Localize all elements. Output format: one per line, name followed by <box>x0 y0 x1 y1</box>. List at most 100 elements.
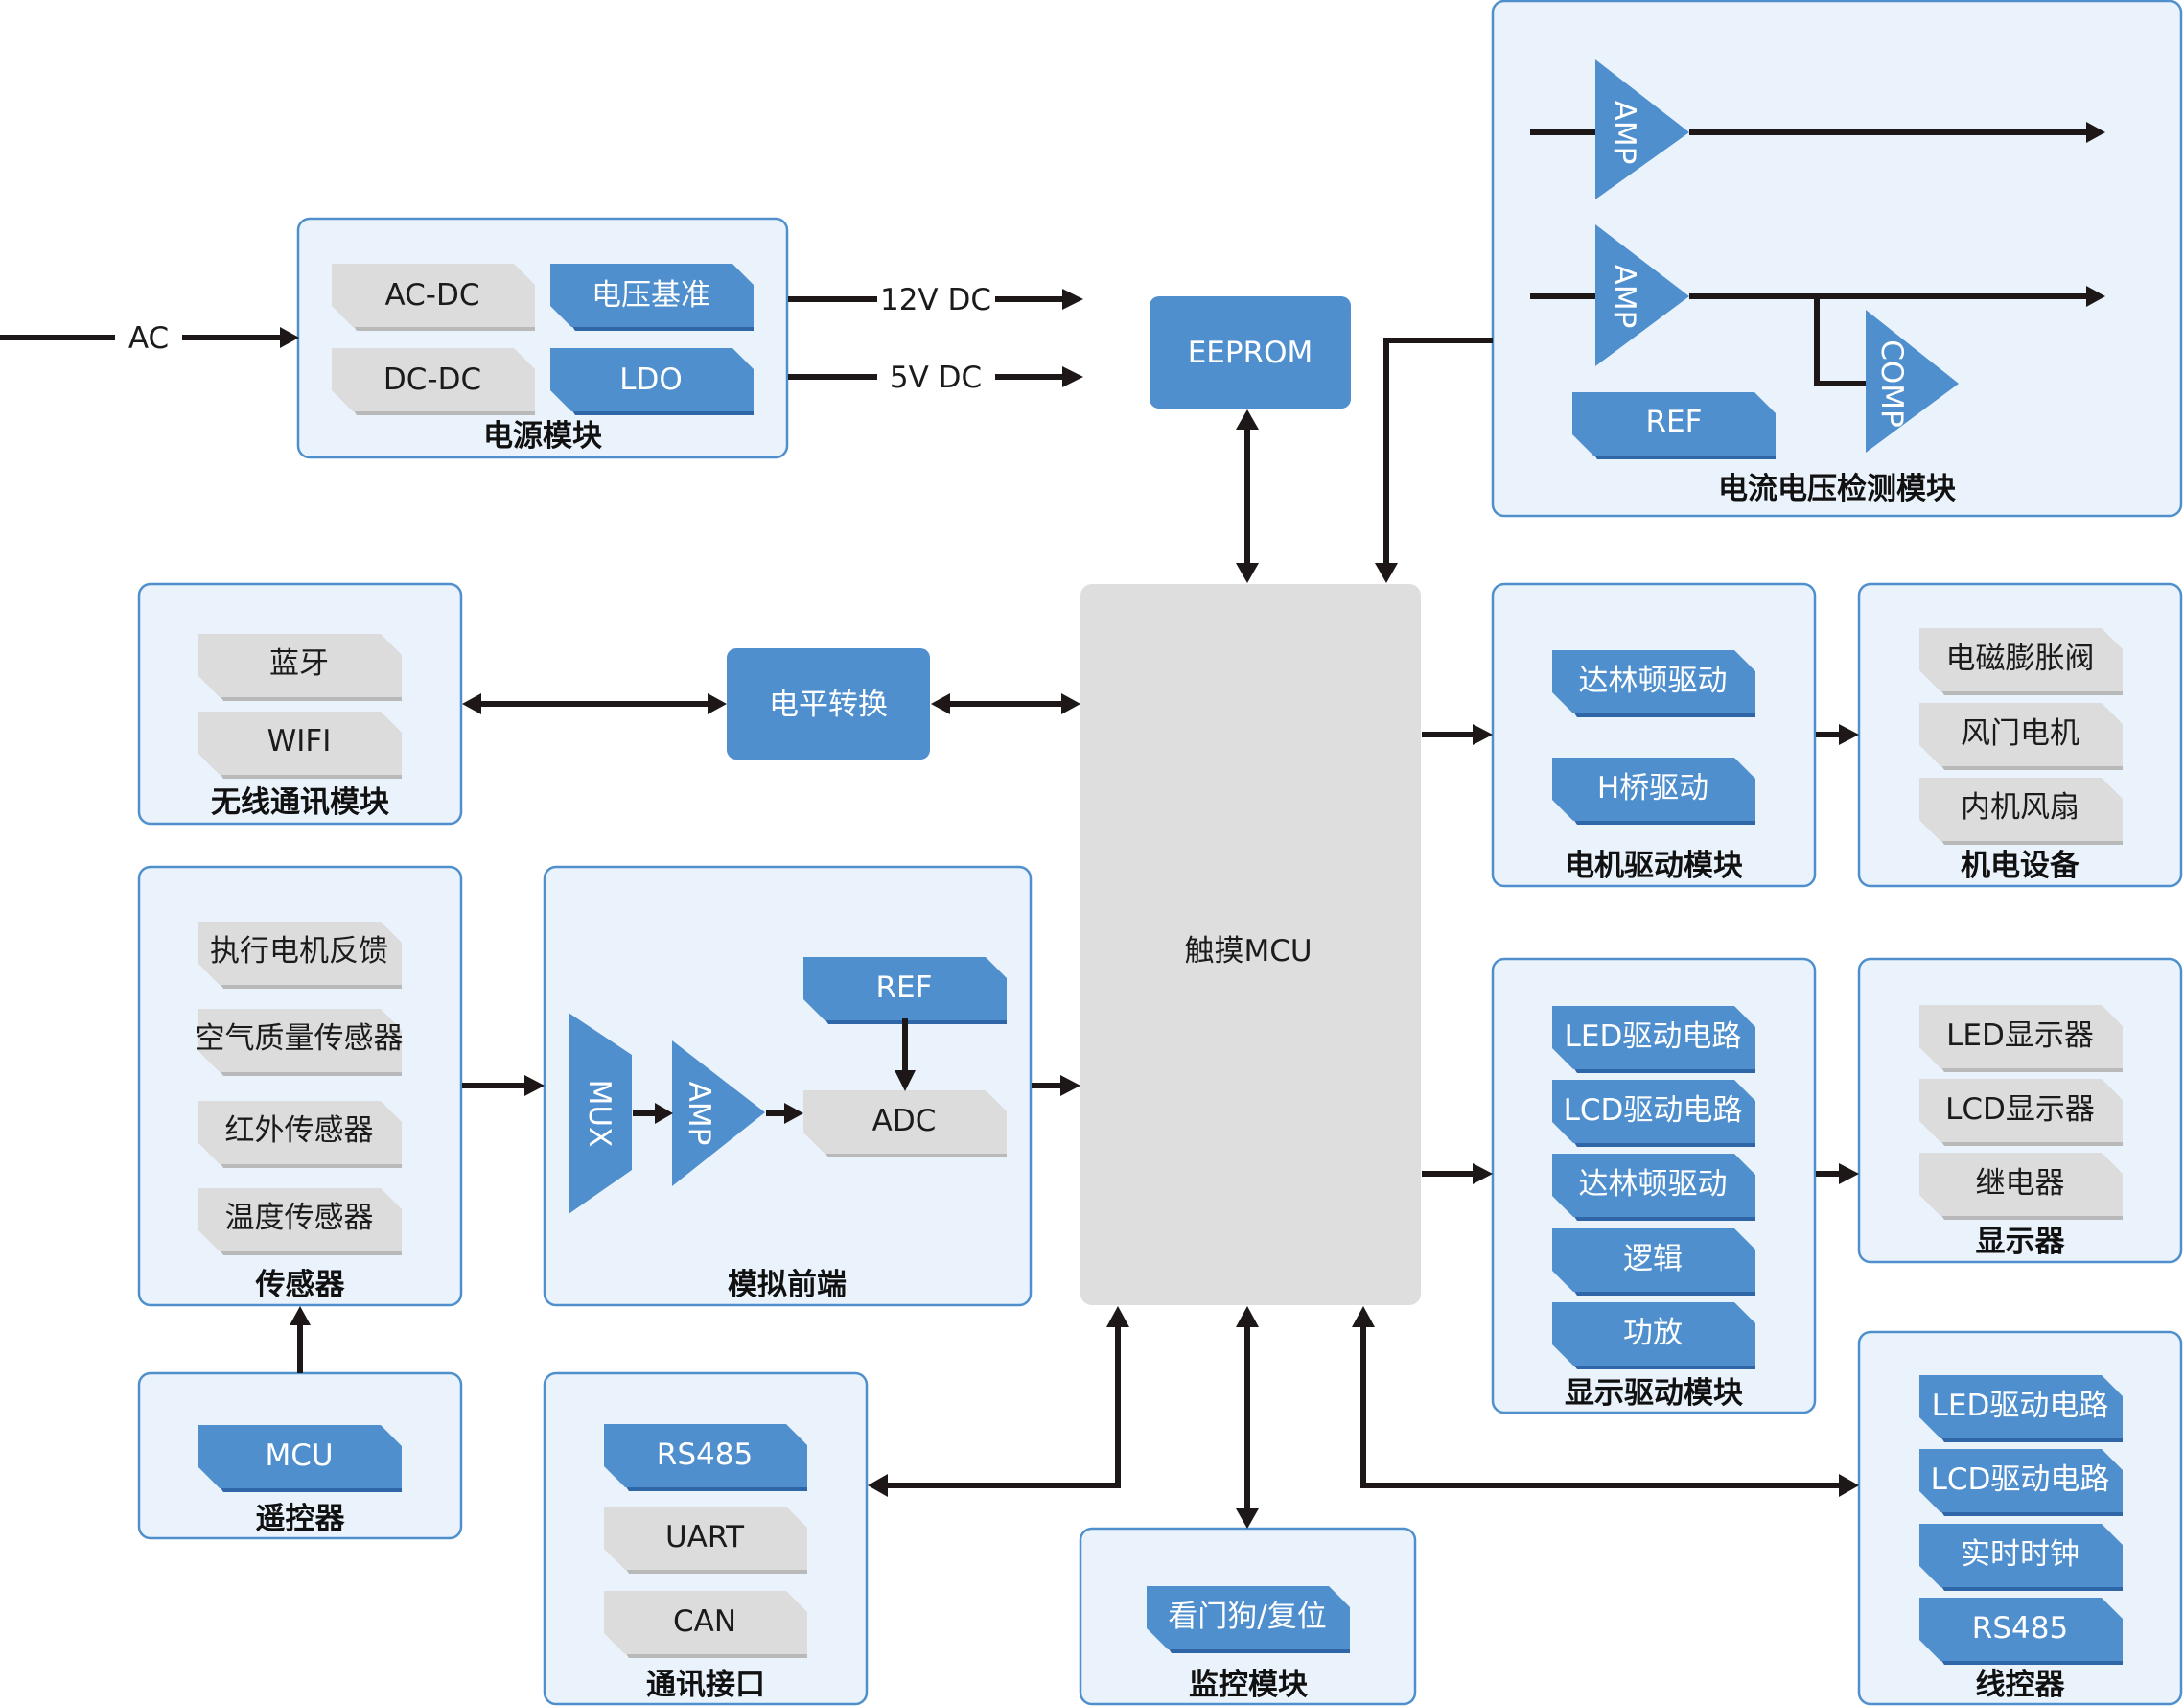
monitor-arrowhead-down <box>1236 1508 1259 1529</box>
eeprom-label: EEPROM <box>1188 336 1313 370</box>
touch-mcu-label: 触摸MCU <box>1184 934 1312 969</box>
chip-damper-motor: 风门电机 <box>1961 716 2079 751</box>
chip-wifi: WIFI <box>267 724 332 759</box>
mcu-wired-line <box>1360 1325 1841 1488</box>
chip-indoor-fan: 内机风扇 <box>1961 790 2079 825</box>
chip-led-driver: LED驱动电路 <box>1565 1019 1742 1054</box>
mcu-monitor-arrowhead-up <box>1236 1306 1259 1327</box>
chip-shape-detect-ref <box>1572 392 1776 456</box>
detect-comp-label: COMP <box>1874 339 1909 428</box>
detect-signal-2-arrowhead <box>2086 286 2105 307</box>
chip-darlington-2: 达林顿驱动 <box>1579 1167 1728 1202</box>
chip-shape-dc-dc <box>332 348 535 411</box>
remote-sensors-arrowhead <box>290 1306 311 1325</box>
detect-amp-2-triangle <box>1595 224 1689 366</box>
chip-shape-indoor-fan <box>1919 778 2123 841</box>
chip-can: CAN <box>673 1604 736 1639</box>
chip-shape-amplifier <box>1552 1302 1755 1366</box>
detect-mcu-arrowhead <box>1375 563 1398 583</box>
chip-logic: 逻辑 <box>1623 1242 1683 1276</box>
mcu-display-arrowhead <box>1473 1163 1493 1184</box>
mcu-left-arrowhead <box>1061 693 1080 714</box>
chip-dc-dc: DC-DC <box>383 362 481 397</box>
chip-shape-watchdog <box>1147 1586 1350 1649</box>
mcu-top-arrowhead-down <box>1236 563 1259 583</box>
chip-led-display: LED显示器 <box>1946 1018 2094 1053</box>
chip-shape-h-bridge <box>1552 758 1755 821</box>
out-12v-label: 12V DC <box>880 283 991 317</box>
afe-ref-label: REF <box>876 970 933 1005</box>
mcu-comm-line <box>887 1325 1121 1488</box>
comm-interface-title: 通讯接口 <box>646 1668 765 1702</box>
monitor-title: 监控模块 <box>1189 1668 1308 1702</box>
chip-shape-wifi <box>198 712 402 775</box>
chip-shape-darlington-2 <box>1552 1154 1755 1217</box>
chips-layer <box>198 264 2123 1665</box>
chip-shape-uart <box>604 1507 807 1570</box>
wired-controller-title: 线控器 <box>1976 1668 2066 1702</box>
chip-shape-led-display <box>1919 1005 2123 1068</box>
chip-shape-rs485-wired <box>1919 1598 2123 1661</box>
chip-shape-temperature <box>198 1188 402 1251</box>
chip-shape-led-driver-wired <box>1919 1375 2123 1438</box>
chip-shape-logic <box>1552 1228 1755 1292</box>
chip-remote-mcu: MCU <box>265 1438 333 1473</box>
chip-shape-afe-adc <box>803 1090 1007 1154</box>
detect-comp-triangle <box>1866 310 1959 453</box>
chip-infrared: 红外传感器 <box>225 1113 374 1148</box>
ref-adc-arrowhead <box>895 1070 916 1091</box>
chip-shape-air-quality <box>198 1009 402 1072</box>
chip-shape-can <box>604 1591 807 1654</box>
level-right-arrowhead <box>931 693 950 714</box>
ac-input-label: AC <box>128 321 169 356</box>
detect-signal-1-arrowhead <box>2086 122 2105 143</box>
chip-lcd-display: LCD显示器 <box>1945 1092 2095 1127</box>
chip-shape-expansion-valve <box>1919 628 2123 691</box>
detect-comp-branch <box>1814 296 1866 386</box>
eeprom-block <box>1150 296 1351 409</box>
chip-shape-damper-motor <box>1919 703 2123 766</box>
level-shift-block <box>727 648 930 760</box>
detect-amp-2-label: AMP <box>1607 265 1641 329</box>
detect-mcu-line <box>1383 338 1493 564</box>
power-module-title: 电源模块 <box>483 419 602 454</box>
chip-darlington-1: 达林顿驱动 <box>1579 664 1728 698</box>
chip-amplifier: 功放 <box>1623 1316 1683 1350</box>
touch-mcu-block <box>1080 584 1421 1305</box>
chip-relay: 继电器 <box>1976 1166 2065 1201</box>
chip-shape-led-driver <box>1552 1006 1755 1069</box>
eeprom-arrowhead-up <box>1236 409 1259 430</box>
chip-shape-rs485-comm <box>604 1424 807 1487</box>
wired-arrowhead-right <box>1839 1474 1859 1497</box>
chip-watchdog: 看门狗/复位 <box>1168 1600 1326 1634</box>
chip-shape-lcd-display <box>1919 1079 2123 1142</box>
chip-shape-lcd-driver <box>1552 1080 1755 1143</box>
out-5v-label: 5V DC <box>890 361 982 395</box>
chip-shape-afe-ref <box>803 957 1007 1020</box>
detect-amp-1-label: AMP <box>1607 101 1641 165</box>
chip-shape-relay <box>1919 1153 2123 1216</box>
motor-drive-title: 电机驱动模块 <box>1565 849 1743 883</box>
chip-temperature: 温度传感器 <box>225 1201 374 1235</box>
remote-title: 遥控器 <box>256 1502 346 1536</box>
motor-drive-box <box>1491 582 1817 888</box>
afe-mcu-arrowhead <box>1060 1075 1080 1096</box>
chip-ac-dc: AC-DC <box>384 278 479 313</box>
comm-arrowhead-left <box>868 1474 888 1497</box>
afe-amp-triangle <box>672 1040 765 1186</box>
motor-mech-arrowhead <box>1839 724 1859 745</box>
out-5v-arrowhead <box>1062 366 1083 387</box>
mux-amp-arrowhead <box>655 1103 673 1124</box>
out-12v-arrowhead <box>1062 289 1083 310</box>
detect-module-title: 电流电压检测模块 <box>1718 472 1956 506</box>
chip-shape-infrared <box>198 1101 402 1164</box>
amp-adc-arrowhead <box>784 1103 803 1124</box>
connectors <box>0 122 2105 1529</box>
display-displays-arrowhead <box>1839 1163 1859 1184</box>
chip-shape-motor-feedback <box>198 922 402 985</box>
displays-title: 显示器 <box>1976 1225 2066 1259</box>
afe-mux-trapezoid <box>569 1013 632 1214</box>
ac-input-arrowhead <box>280 327 299 348</box>
chip-shape-lcd-driver-wired <box>1919 1449 2123 1512</box>
